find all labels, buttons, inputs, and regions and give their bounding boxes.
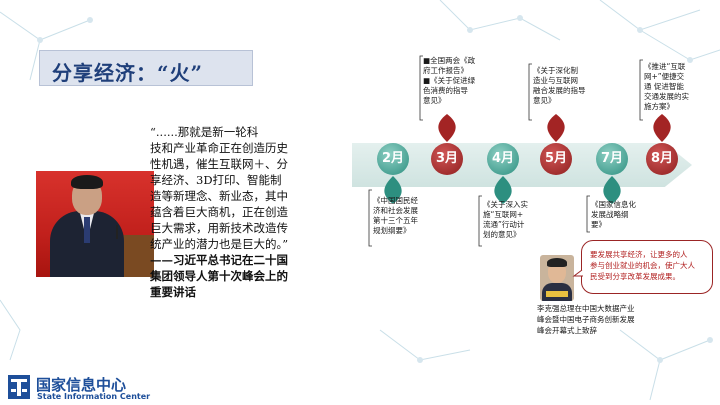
policy-doc-top: 《推进“互联 网+”便捷交 通 促进智能 交通发展的实 施方案》 [644,62,689,112]
policy-doc-top: 《关于深化制 造业与互联网 融合发展的指导 意见》 [533,66,586,106]
doc-line: ■《关于促进绿 [423,76,476,85]
doc-line: 要》 [591,220,606,229]
doc-line: 《关于深化制 [533,66,578,75]
quote-line: 巨大需求，用新技术改造传 [150,221,288,235]
premier-photo [540,255,574,301]
month-node: 8月 [646,143,678,175]
logo-name-en: State Information Center [37,392,151,401]
doc-line: 施方案》 [644,102,674,111]
caption-line: 峰会开幕式上致辞 [537,326,597,335]
doc-line: 划的意见》 [483,230,521,239]
doc-line: 第十三个五年 [373,216,418,225]
policy-doc-top: ■全国两会《政 府工作报告》 ■《关于促进绿 色消费的指导 意见》 [423,56,475,106]
doc-line: 《国家信息化 [591,200,636,209]
doc-line: 府工作报告》 [423,66,468,75]
quote-line: 统产业的潜力也是巨大的。” [150,237,289,251]
bubble-line: 参与创业就业的机会，使广大人 [590,261,695,270]
caption-line: 李克强总理在中国大数据产业 [537,304,635,313]
quote-line: 技和产业革命正在创造历史 [150,141,288,155]
doc-line: 通 促进智能 [644,82,684,91]
quote-attribution-line: ——习近平总书记在二十国 [150,253,288,267]
quote-line: 造等新理念、新业态，其中 [150,189,288,203]
doc-line: 发展战略纲 [591,210,629,219]
quote-attribution-line: 集团领导人第十次峰会上的 [150,269,288,283]
caption-line: 峰会暨中国电子商务创新发展 [537,315,635,324]
doc-line: 济和社会发展 [373,206,418,215]
speaker-hair [71,175,103,189]
premier-hair [547,258,567,267]
microphone [116,225,118,239]
month-node: 7月 [596,143,628,175]
logo-name-cn: 国家信息中心 [36,376,127,394]
doc-line: 规划纲要》 [373,226,411,235]
speech-bubble-text: 要发展共享经济，让更多的人 参与创业就业的机会，使广大人 民受到分享改革发展成果… [590,249,710,282]
doc-line: 施“互联网+ [483,210,524,219]
name-plate [546,291,568,297]
speaker-tie [84,217,90,243]
month-node: 2月 [377,143,409,175]
speaker-photo [36,171,154,277]
month-node: 4月 [487,143,519,175]
policy-doc-bottom: 《关于深入实 施“互联网+ 流通”行动计 划的意见》 [483,200,528,240]
doc-line: 《推进“互联 [644,62,686,71]
doc-line: 色消费的指导 [423,86,468,95]
month-node: 5月 [540,143,572,175]
doc-line: 《关于深入实 [483,200,528,209]
quote-line: 享经济、3D打印、智能制 [150,173,282,187]
slide-title: 分享经济：“火” [52,61,204,85]
quote-line: 性机遇，催生互联网＋、分 [150,157,288,171]
doc-line: 网+”便捷交 [644,72,685,81]
doc-line: 融合发展的指导 [533,86,586,95]
speech-bubble: 要发展共享经济，让更多的人 参与创业就业的机会，使广大人 民受到分享改革发展成果… [581,240,713,294]
policy-doc-bottom: 《国家信息化 发展战略纲 要》 [591,200,636,230]
premier-caption: 李克强总理在中国大数据产业 峰会暨中国电子商务创新发展 峰会开幕式上致辞 [537,303,635,336]
bubble-line: 要发展共享经济，让更多的人 [590,250,688,259]
month-node: 3月 [431,143,463,175]
doc-line: ■全国两会《政 [423,56,476,65]
policy-doc-bottom: 《中国国民经 济和社会发展 第十三个五年 规划纲要》 [373,196,418,236]
doc-line: 造业与互联网 [533,76,578,85]
quote-line: “......那就是新一轮科 [150,125,259,139]
doc-line: 意见》 [423,96,446,105]
sic-logo: 国家信息中心 State Information Center [4,372,204,402]
doc-line: 交通发展的实 [644,92,689,101]
doc-line: 意见》 [533,96,556,105]
bubble-line: 民受到分享改革发展成果。 [590,272,680,281]
quote-attribution-line: 重要讲话 [150,285,196,299]
title-box: 分享经济：“火” [39,50,253,86]
sic-logo-icon [8,375,30,399]
quote-block: “......那就是新一轮科 技和产业革命正在创造历史 性机遇，催生互联网＋、分… [150,124,345,300]
quote-line: 蕴含着巨大商机，正在创造 [150,205,288,219]
timeline-band [352,143,692,187]
doc-line: 《中国国民经 [373,196,418,205]
doc-line: 流通”行动计 [483,220,525,229]
